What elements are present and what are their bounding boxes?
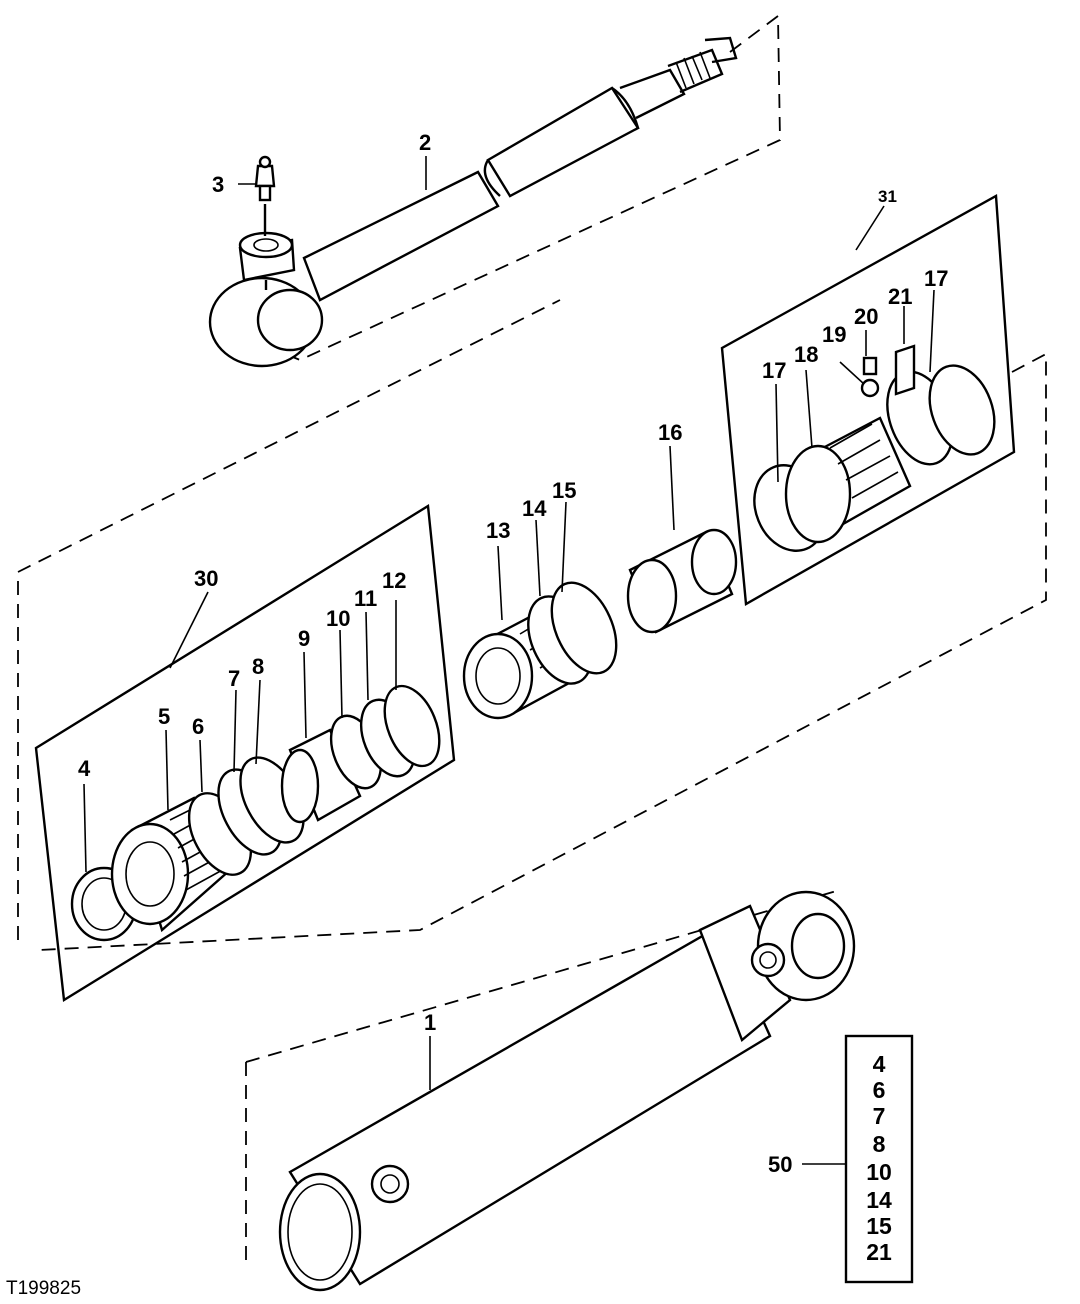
callout-2: 2 [419, 130, 431, 155]
kit-item: 10 [866, 1159, 892, 1185]
part-piston-ring-15 [550, 581, 618, 675]
callout-30: 30 [194, 566, 218, 591]
cylinder-barrel [245, 889, 856, 1292]
kit-item: 21 [866, 1239, 892, 1265]
callout-6: 6 [192, 714, 204, 739]
kit-item: 8 [873, 1131, 886, 1157]
callout-4: 4 [78, 756, 91, 781]
kit-item: 7 [873, 1103, 886, 1129]
callout-7: 7 [228, 666, 240, 691]
callout-13: 13 [486, 518, 510, 543]
part-ball-19 [860, 378, 880, 398]
callout-9: 9 [298, 626, 310, 651]
part-plug-20 [862, 356, 878, 376]
callout-21: 21 [888, 284, 912, 309]
callout-20: 20 [854, 304, 878, 329]
kit-item: 15 [866, 1213, 892, 1239]
callout-11: 11 [354, 586, 377, 611]
gland-kit-box [17, 299, 561, 1003]
callout-31: 31 [878, 187, 897, 206]
callout-10: 10 [326, 606, 350, 631]
leader-lines [83, 156, 935, 1165]
piston-rod [208, 14, 781, 368]
seal-kit-list: 4 6 7 8 10 14 15 21 [844, 1034, 914, 1284]
callout-16: 16 [658, 420, 682, 445]
part-piston-head-18 [784, 416, 912, 544]
callout-15: 15 [552, 478, 576, 503]
callout-1: 1 [424, 1010, 436, 1035]
callout-8: 8 [252, 654, 264, 679]
callout-17-right: 17 [924, 266, 948, 291]
callout-19: 19 [822, 322, 846, 347]
callout-5: 5 [158, 704, 170, 729]
figure-id: T199825 [6, 1278, 81, 1299]
kit-item: 6 [873, 1077, 886, 1103]
callout-3: 3 [212, 172, 224, 197]
callout-labels: 2 3 31 21 17 20 19 18 17 16 15 14 13 30 … [78, 130, 948, 1177]
piston-kit-box [39, 194, 1047, 951]
part-wear-ring-17b [928, 364, 996, 456]
part-tag-21 [894, 344, 916, 396]
callout-17-left: 17 [762, 358, 786, 383]
callout-18: 18 [794, 342, 818, 367]
callout-12: 12 [382, 568, 406, 593]
part-sleeve [280, 728, 362, 824]
callout-14: 14 [522, 496, 547, 521]
kit-item: 4 [873, 1051, 886, 1077]
callout-50: 50 [768, 1152, 792, 1177]
grease-fitting [254, 155, 276, 236]
part-spacer-16 [626, 528, 738, 634]
kit-item: 14 [866, 1187, 892, 1213]
